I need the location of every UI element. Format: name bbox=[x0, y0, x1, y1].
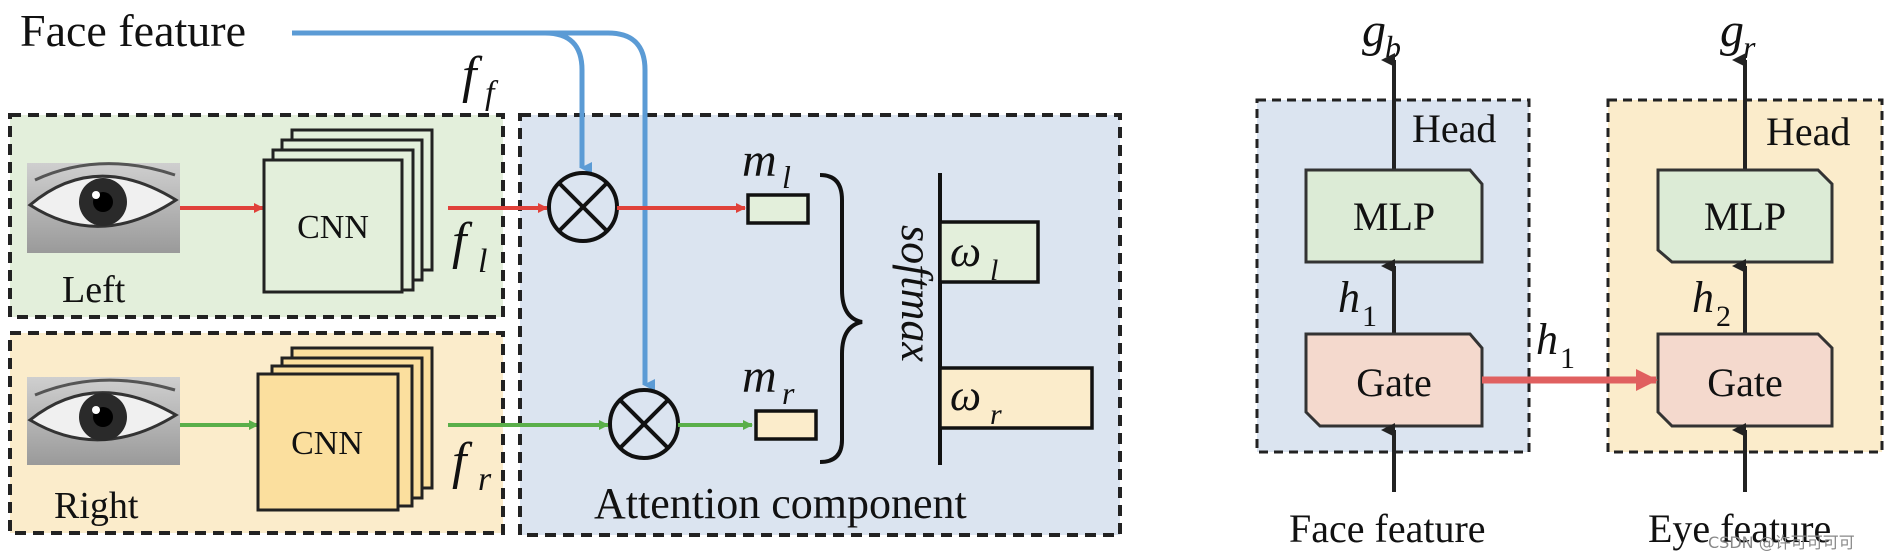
gr-label: g r bbox=[1720, 4, 1756, 65]
svg-text:r: r bbox=[782, 375, 795, 411]
mr-box bbox=[754, 409, 818, 441]
right-eye-label: Right bbox=[54, 485, 139, 527]
mlp-label-right: MLP bbox=[1704, 194, 1786, 239]
svg-text:h: h bbox=[1338, 273, 1360, 322]
svg-text:f: f bbox=[462, 47, 483, 104]
svg-text:r: r bbox=[990, 398, 1002, 431]
mr-label: m r bbox=[742, 350, 795, 411]
gate-label-right: Gate bbox=[1707, 360, 1783, 405]
gate-block-right bbox=[1656, 332, 1834, 428]
right-eye-image bbox=[27, 377, 180, 465]
svg-text:l: l bbox=[990, 254, 998, 287]
ml-box bbox=[746, 193, 810, 225]
svg-text:f: f bbox=[485, 75, 499, 112]
h1-left-label: h 1 bbox=[1338, 273, 1377, 333]
svg-text:h: h bbox=[1536, 315, 1558, 364]
head-label-right: Head bbox=[1766, 109, 1850, 154]
left-eye-image bbox=[27, 162, 180, 253]
svg-text:1: 1 bbox=[1560, 342, 1575, 375]
h2-label: h 2 bbox=[1692, 273, 1731, 333]
mlp-block-left bbox=[1304, 168, 1484, 264]
face-feature-line-to-right-mult bbox=[292, 30, 655, 391]
eye-feature-bottom-label: Eye feature bbox=[1648, 506, 1831, 551]
right-cnn-block: CNN bbox=[256, 346, 434, 512]
watermark: CSDN @许可可可可 bbox=[1708, 533, 1855, 552]
face-feature-top-label: Face feature bbox=[20, 5, 246, 56]
svg-text:ω: ω bbox=[950, 371, 981, 420]
svg-text:2: 2 bbox=[1716, 300, 1731, 333]
left-eye-label: Left bbox=[62, 269, 126, 311]
svg-text:ω: ω bbox=[950, 227, 981, 276]
gate-block-left bbox=[1304, 332, 1484, 428]
attention-panel bbox=[518, 113, 1122, 537]
omega-r-label: ω r bbox=[950, 371, 1002, 431]
omega-l-label: ω l bbox=[950, 227, 998, 287]
svg-text:h: h bbox=[1692, 273, 1714, 322]
svg-text:g: g bbox=[1362, 4, 1386, 57]
svg-text:m: m bbox=[742, 134, 777, 187]
gate-label-left: Gate bbox=[1356, 360, 1432, 405]
svg-text:b: b bbox=[1385, 29, 1401, 65]
face-feature-bottom-label: Face feature bbox=[1289, 506, 1486, 551]
mlp-block-right bbox=[1656, 168, 1834, 264]
svg-text:r: r bbox=[478, 461, 492, 498]
svg-text:r: r bbox=[1743, 29, 1756, 65]
svg-text:m: m bbox=[742, 350, 777, 403]
mlp-label-left: MLP bbox=[1353, 194, 1435, 239]
svg-text:l: l bbox=[782, 159, 791, 195]
svg-text:CNN: CNN bbox=[297, 209, 369, 246]
gb-label: g b bbox=[1362, 4, 1401, 65]
omega-r-bar bbox=[938, 366, 1094, 430]
svg-text:1: 1 bbox=[1362, 300, 1377, 333]
svg-text:l: l bbox=[478, 243, 487, 280]
attention-component-label: Attention component bbox=[594, 479, 967, 528]
h1-mid-label: h 1 bbox=[1536, 315, 1575, 375]
omega-l-bar bbox=[938, 220, 1040, 284]
ml-label: m l bbox=[742, 134, 791, 195]
svg-text:g: g bbox=[1720, 4, 1744, 57]
softmax-label: softmax bbox=[892, 225, 941, 362]
ff-label: f f bbox=[462, 47, 499, 112]
left-cnn-block: CNN bbox=[262, 128, 434, 294]
svg-text:CNN: CNN bbox=[291, 425, 363, 462]
head-label-left: Head bbox=[1412, 106, 1496, 151]
curly-brace bbox=[819, 173, 863, 464]
